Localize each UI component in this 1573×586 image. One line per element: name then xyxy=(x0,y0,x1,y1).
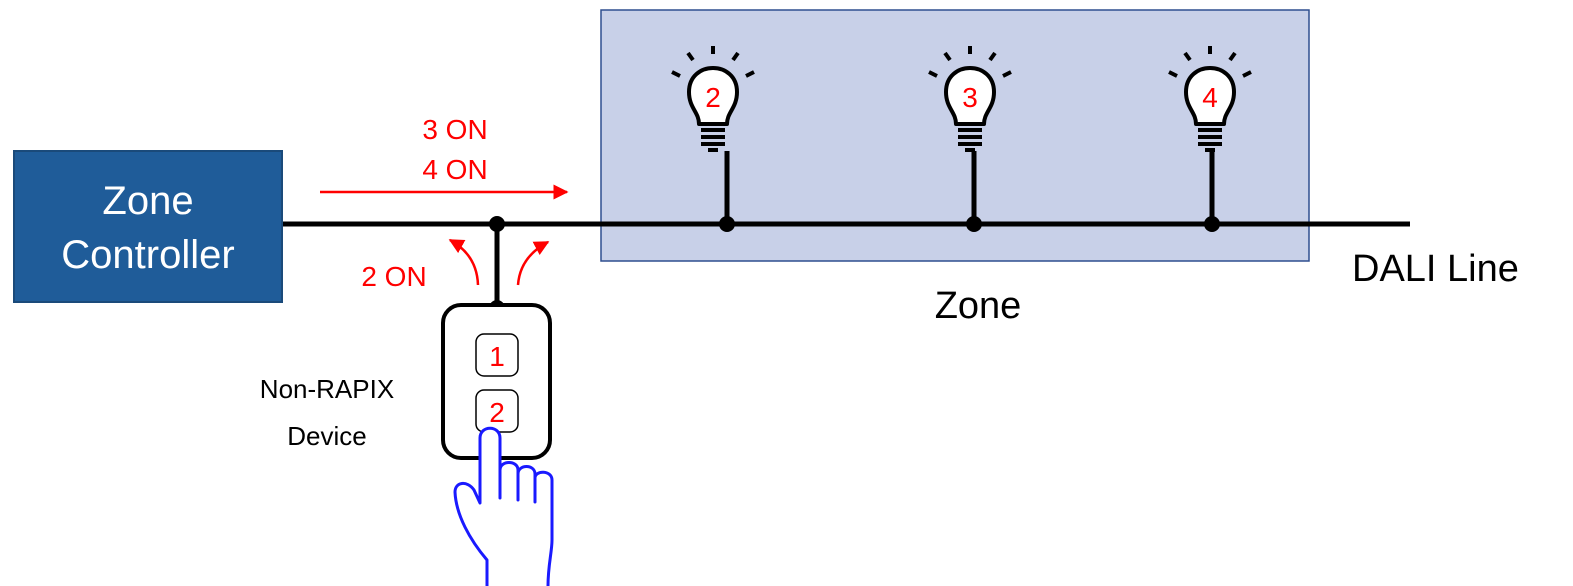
broadcast-message: 3 ON 4 ON xyxy=(320,114,569,200)
dali-line-label: DALI Line xyxy=(1352,248,1519,290)
non-rapix-device: 1 2 xyxy=(441,303,552,460)
lamp-4: 4 xyxy=(1167,44,1253,232)
device-button-2-label: 2 xyxy=(489,397,505,428)
device-label-line2: Device xyxy=(287,421,366,451)
pointing-hand-icon xyxy=(453,426,554,586)
zone-controller: Zone Controller xyxy=(13,150,283,303)
local-message-label: 2 ON xyxy=(361,261,426,292)
lamp-2: 2 xyxy=(670,44,756,232)
device-label-line1: Non-RAPIX xyxy=(260,374,394,404)
message-line2: 4 ON xyxy=(422,154,487,185)
controller-label-line1: Zone xyxy=(102,179,193,223)
device-button-1-label: 1 xyxy=(489,341,505,372)
lamp-2-label: 2 xyxy=(705,82,721,113)
controller-label-line2: Controller xyxy=(61,233,234,277)
bus-junction xyxy=(489,216,505,232)
device-button-1[interactable]: 1 xyxy=(475,333,519,377)
curved-arrow-left xyxy=(448,238,480,286)
device-button-2[interactable]: 2 xyxy=(475,389,519,433)
lamp-4-label: 4 xyxy=(1202,82,1218,113)
lamp-3: 3 xyxy=(927,44,1013,232)
zone-label: Zone xyxy=(935,285,1022,327)
curved-arrow-right xyxy=(516,240,550,286)
lamp-3-label: 3 xyxy=(962,82,978,113)
message-line1: 3 ON xyxy=(422,114,487,145)
local-message: 2 ON xyxy=(361,238,550,292)
